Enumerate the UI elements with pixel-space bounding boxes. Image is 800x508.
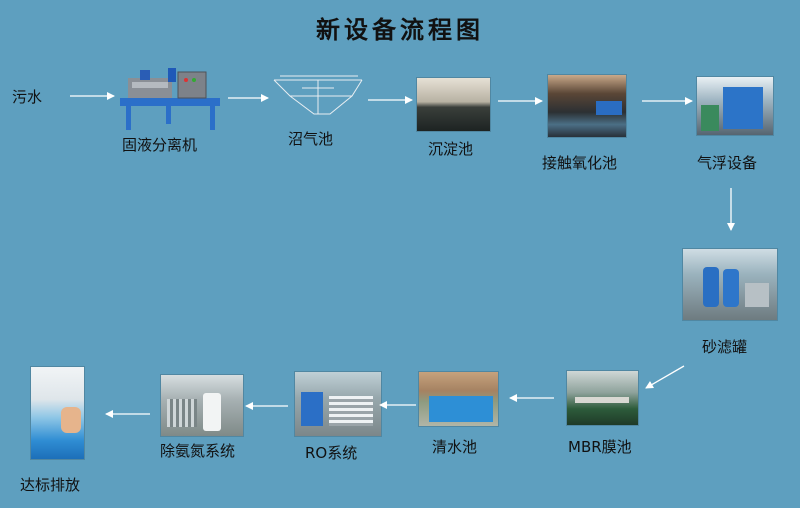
ammonia-removal-image xyxy=(161,375,243,436)
label-mbr: MBR膜池 xyxy=(568,438,632,456)
ro-system-image xyxy=(295,372,381,436)
discharge-water-image xyxy=(31,367,84,459)
clear-water-pond-image xyxy=(419,372,498,426)
label-clear: 清水池 xyxy=(432,438,478,456)
sand-filter-image xyxy=(683,249,777,320)
label-discharge: 达标排放 xyxy=(20,476,81,494)
label-flotation: 气浮设备 xyxy=(697,154,758,172)
arrow-sand-mbr xyxy=(645,365,685,389)
label-ro: RO系统 xyxy=(305,444,358,462)
label-separator: 固液分离机 xyxy=(122,136,198,154)
diagram-title: 新设备流程图 xyxy=(316,15,484,44)
mbr-membrane-image xyxy=(567,371,638,425)
settling-pond-image xyxy=(417,78,490,131)
label-sand: 砂滤罐 xyxy=(702,338,748,356)
biogas-tank-image xyxy=(273,75,363,115)
label-ammonia: 除氨氮系统 xyxy=(160,442,236,460)
contact-oxidation-image xyxy=(548,75,626,137)
label-settling: 沉淀池 xyxy=(428,140,474,158)
flotation-equipment-image xyxy=(697,77,773,135)
label-contact: 接触氧化池 xyxy=(542,154,618,172)
label-biogas: 沼气池 xyxy=(288,130,334,148)
label-wastewater: 污水 xyxy=(12,88,43,106)
separator-machine-image xyxy=(120,68,220,130)
